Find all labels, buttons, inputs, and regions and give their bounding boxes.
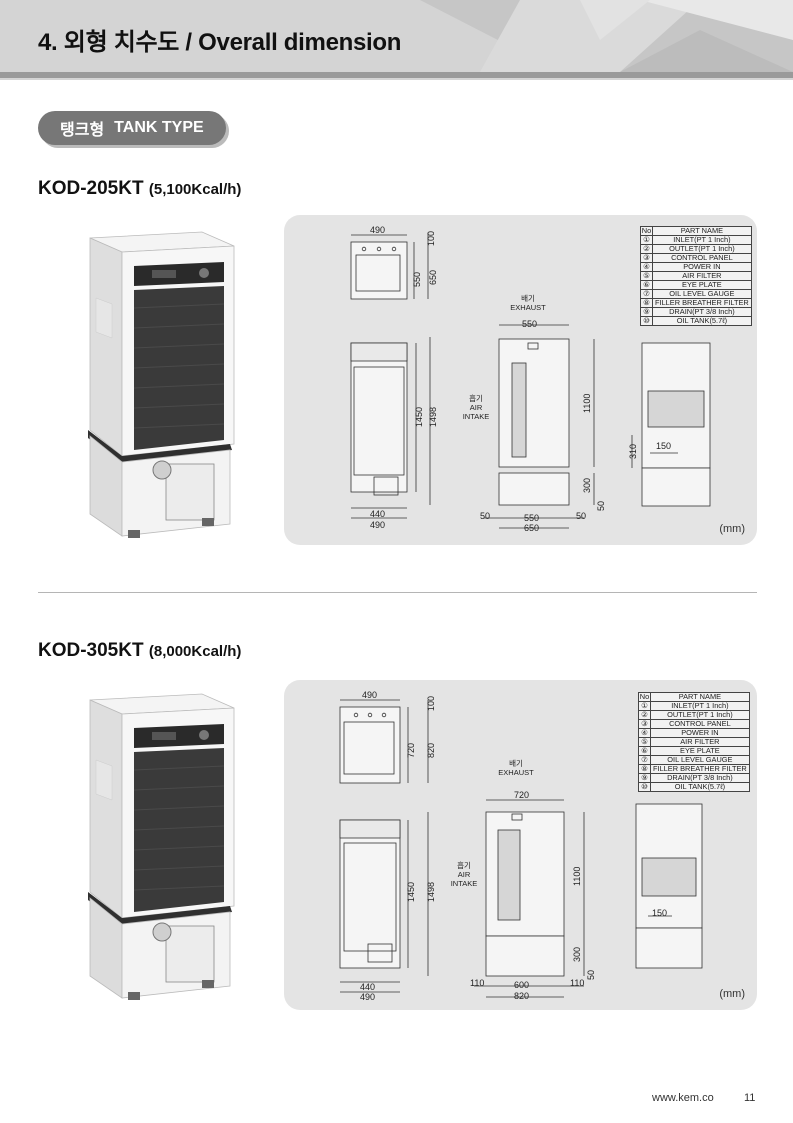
product-photo-1 (88, 231, 235, 538)
dim-side-h3-2: 50 (586, 970, 596, 980)
dim-side-b4-2: 820 (514, 991, 529, 1001)
unit-label-1: (mm) (719, 523, 745, 535)
intake-en1-1: AIR (470, 403, 483, 412)
dim-back-h-1: 310 (628, 444, 638, 459)
footer-url[interactable]: www.kem.co (652, 1092, 714, 1104)
dim-side-top-1: 550 (522, 319, 537, 329)
dim-side-h-1: 1100 (582, 394, 592, 413)
type-badge-en: TANK TYPE (114, 119, 204, 136)
dim-top-w-1: 490 (370, 225, 385, 235)
header-rule (0, 72, 793, 78)
dim-front-b1-1: 440 (370, 509, 385, 519)
dim-side-b3-2: 110 (570, 978, 584, 988)
part-no: ⑩ (638, 782, 651, 792)
dim-side-b3-1: 50 (576, 511, 586, 521)
dim-front-b1-2: 440 (360, 982, 375, 992)
dim-top-h3-1: 650 (428, 270, 438, 285)
model-name-2: KOD-305KT (38, 640, 144, 661)
dim-side-h-2: 1100 (572, 867, 582, 886)
exhaust-ko-2: 배기 (509, 759, 523, 768)
dim-side-top-2: 720 (514, 790, 529, 800)
model-capacity-2: (8,000Kcal/h) (148, 643, 242, 660)
dim-top-w-2: 490 (362, 690, 377, 700)
dim-top-h1-2: 100 (426, 696, 436, 711)
page-title: 4. 외형 치수도 / Overall dimension (38, 29, 402, 56)
dim-side-h2-1: 300 (582, 478, 592, 493)
intake-en1-2: AIR (458, 870, 471, 879)
dim-top-h2-2: 720 (406, 743, 416, 758)
header-decoration (420, 0, 793, 72)
dim-side-b2-1: 550 (524, 513, 539, 523)
model-title-1: KOD-205KT (5,100Kcal/h) (38, 178, 241, 200)
product-photo-2 (88, 693, 235, 1000)
dim-front-h2-2: 1498 (426, 882, 436, 902)
intake-en2-1: INTAKE (463, 412, 490, 421)
page-number: 11 (744, 1092, 756, 1104)
dim-side-h3-1: 50 (596, 501, 606, 511)
exhaust-ko-1: 배기 (521, 294, 535, 303)
dim-front-h1-2: 1450 (406, 882, 416, 902)
dimension-drawing-2: 490 100 720 820 1450 1498 440 490 720 11… (339, 690, 703, 1002)
intake-ko-1: 흡기 (469, 393, 483, 403)
part-no: ⑩ (640, 316, 653, 326)
model-title-2: KOD-305KT (8,000Kcal/h) (38, 640, 241, 662)
dim-side-b1-1: 50 (480, 511, 490, 521)
dim-top-h2-1: 550 (412, 272, 422, 287)
dim-front-b2-1: 490 (370, 520, 385, 530)
dim-front-h1-1: 1450 (414, 407, 424, 427)
model-name-1: KOD-205KT (38, 178, 144, 199)
intake-en2-2: INTAKE (451, 879, 478, 888)
dim-side-h2-2: 300 (572, 947, 582, 962)
dim-front-h2-1: 1498 (428, 407, 438, 427)
dimension-panel-1: 490 100 550 650 1450 1498 440 490 550 11… (284, 215, 757, 545)
exhaust-en-1: EXHAUST (510, 303, 546, 312)
part-name: OIL TANK(5.7ℓ) (652, 316, 752, 326)
dim-top-h1-1: 100 (426, 231, 436, 246)
dimension-panel-2: 490 100 720 820 1450 1498 440 490 720 11… (284, 680, 757, 1010)
model-capacity-1: (5,100Kcal/h) (148, 181, 242, 198)
dim-side-b2-2: 600 (514, 980, 529, 990)
dim-front-b2-2: 490 (360, 992, 375, 1002)
section-divider (38, 592, 757, 593)
dim-side-b4-1: 650 (524, 523, 539, 533)
unit-label-2: (mm) (719, 988, 745, 1000)
tank-type-badge: 탱크형 TANK TYPE (38, 111, 226, 145)
intake-ko-2: 흡기 (457, 860, 471, 870)
dimension-drawing-1: 490 100 550 650 1450 1498 440 490 550 11… (350, 225, 711, 533)
part-name: OIL TANK(5.7ℓ) (650, 782, 750, 792)
dim-back-w-1: 150 (656, 441, 671, 451)
type-badge-ko: 탱크형 (60, 122, 105, 139)
dim-top-h3-2: 820 (426, 743, 436, 758)
dim-back-w-2: 150 (652, 908, 667, 918)
page-header: 4. 외형 치수도 / Overall dimension (0, 0, 793, 80)
dim-side-b1-2: 110 (470, 978, 484, 988)
exhaust-en-2: EXHAUST (498, 768, 534, 777)
